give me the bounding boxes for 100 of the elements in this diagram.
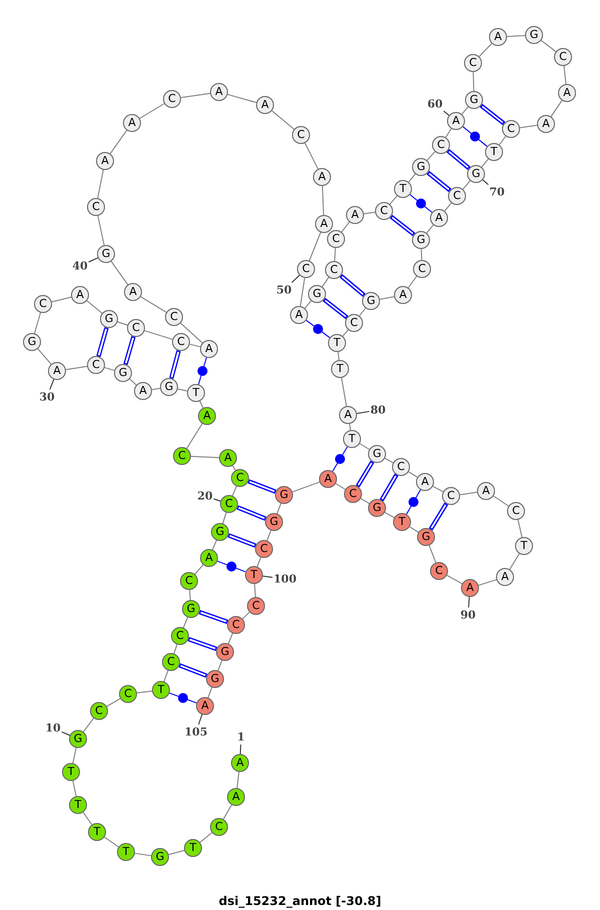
nucleotide-circle: C xyxy=(392,458,410,476)
nucleotide-circle: A xyxy=(227,788,245,806)
nucleotide-circle: G xyxy=(467,165,485,183)
nucleotide-circle: G xyxy=(275,486,293,504)
nucleotide-circle: G xyxy=(97,245,115,263)
backbone-line xyxy=(65,366,88,370)
backbone-line xyxy=(97,215,105,246)
backbone-line xyxy=(151,388,161,390)
backbone-line xyxy=(276,502,282,514)
base-pair-line xyxy=(406,489,422,515)
nucleotide-circle: C xyxy=(171,627,189,645)
backbone-line xyxy=(408,471,418,478)
backbone-line xyxy=(212,540,217,550)
base-pair-line xyxy=(123,336,136,365)
caption-text: dsi_15232_annot [-30.8] xyxy=(218,894,382,908)
nucleotide-circle: C xyxy=(413,260,431,278)
nucleotide-circle: G xyxy=(211,523,229,541)
nucleotide-circle: G xyxy=(182,600,200,618)
nucleotide-circle: A xyxy=(477,482,495,500)
nucleotide-circle: A xyxy=(489,28,507,46)
backbone-line xyxy=(359,308,366,316)
backbone-line xyxy=(459,492,478,496)
nucleotide-circle: T xyxy=(184,839,202,857)
backbone-line xyxy=(168,850,185,856)
backbone-line xyxy=(182,616,188,628)
leader-line xyxy=(213,498,221,502)
nucleotide-circle: C xyxy=(90,702,108,720)
nucleotide-circle: T xyxy=(69,796,87,814)
backbone-line xyxy=(232,486,237,496)
backbone-line xyxy=(97,169,104,199)
nucleotide-circle: C xyxy=(554,48,572,66)
nucleotide-circle: A xyxy=(430,209,448,227)
backbone-line xyxy=(426,224,434,234)
backbone-line xyxy=(227,94,257,104)
nucleotide-circle: A xyxy=(231,754,249,772)
nucleotide-circle: T xyxy=(152,681,170,699)
position-number: 70 xyxy=(489,186,505,198)
nucleotide-circle: C xyxy=(165,308,183,326)
nucleotide-circle: C xyxy=(227,616,245,634)
backbone-line xyxy=(82,812,92,826)
nucleotide-circle: A xyxy=(461,579,479,597)
backbone-line xyxy=(506,35,526,37)
backbone-line xyxy=(222,804,232,820)
nucleotide-circle: G xyxy=(362,292,380,310)
backbone-line xyxy=(409,526,419,533)
backbone-line xyxy=(322,276,330,288)
nucleotide-circle: G xyxy=(525,26,543,44)
leader-line xyxy=(468,596,470,608)
base-pair-line xyxy=(426,170,452,192)
nucleotide-circle: A xyxy=(346,206,364,224)
nucleotide-circle: C xyxy=(502,120,520,138)
leader-line xyxy=(198,714,203,725)
backbone-line xyxy=(360,498,370,504)
backbone-line xyxy=(518,519,522,538)
backbone-line xyxy=(228,632,234,644)
base-pair-line xyxy=(306,320,330,338)
position-number: 100 xyxy=(274,572,296,586)
backbone-line xyxy=(338,351,340,361)
nucleotide-circle: A xyxy=(394,286,412,304)
backbone-line xyxy=(190,456,220,458)
nucleotide-circle: A xyxy=(219,449,237,467)
backbone-line xyxy=(445,128,452,138)
leader-line xyxy=(240,744,242,754)
position-number: 90 xyxy=(460,608,476,622)
backbone-line xyxy=(34,312,41,334)
backbone-line xyxy=(236,771,240,789)
backbone-line xyxy=(177,388,188,392)
backbone-line xyxy=(498,136,506,146)
backbone-line xyxy=(186,423,203,449)
nucleotide-circle: G xyxy=(100,310,118,328)
nucleotide-circle: C xyxy=(448,187,466,205)
backbone-line xyxy=(359,443,370,450)
nucleotide-circle: G xyxy=(412,158,430,176)
leader-line xyxy=(49,378,54,390)
nucleotide-circle: C xyxy=(464,54,482,72)
backbone-line xyxy=(82,718,94,732)
backbone-line xyxy=(86,300,103,314)
backbone-line xyxy=(300,277,306,307)
nucleotide-circle: A xyxy=(339,406,357,424)
nucleotide-circle: C xyxy=(345,314,363,332)
nucleotide-circle: A xyxy=(134,382,152,400)
nucleotide-circle: C xyxy=(34,295,52,313)
nucleotide-circle: G xyxy=(69,730,87,748)
nucleotide-circle: C xyxy=(325,261,343,279)
backbone-line xyxy=(256,556,262,568)
nucleotide-circle: C xyxy=(255,540,273,558)
backbone-line xyxy=(478,579,497,586)
backbone-line xyxy=(341,222,350,232)
backbone-line xyxy=(173,644,178,654)
base-pair-line xyxy=(198,357,208,385)
nucleotide-circle: A xyxy=(48,362,66,380)
position-number: 20 xyxy=(197,490,213,502)
nucleotide-circle: C xyxy=(119,685,137,703)
nucleotide-circle: C xyxy=(375,202,393,220)
nucleotide-circle: A xyxy=(315,215,333,233)
backbone-line xyxy=(110,260,128,286)
nucleotide-circle: C xyxy=(210,818,228,836)
nucleotide-circle: G xyxy=(368,499,386,517)
position-number: 60 xyxy=(427,98,443,110)
nucleotide-circle: A xyxy=(200,549,218,567)
